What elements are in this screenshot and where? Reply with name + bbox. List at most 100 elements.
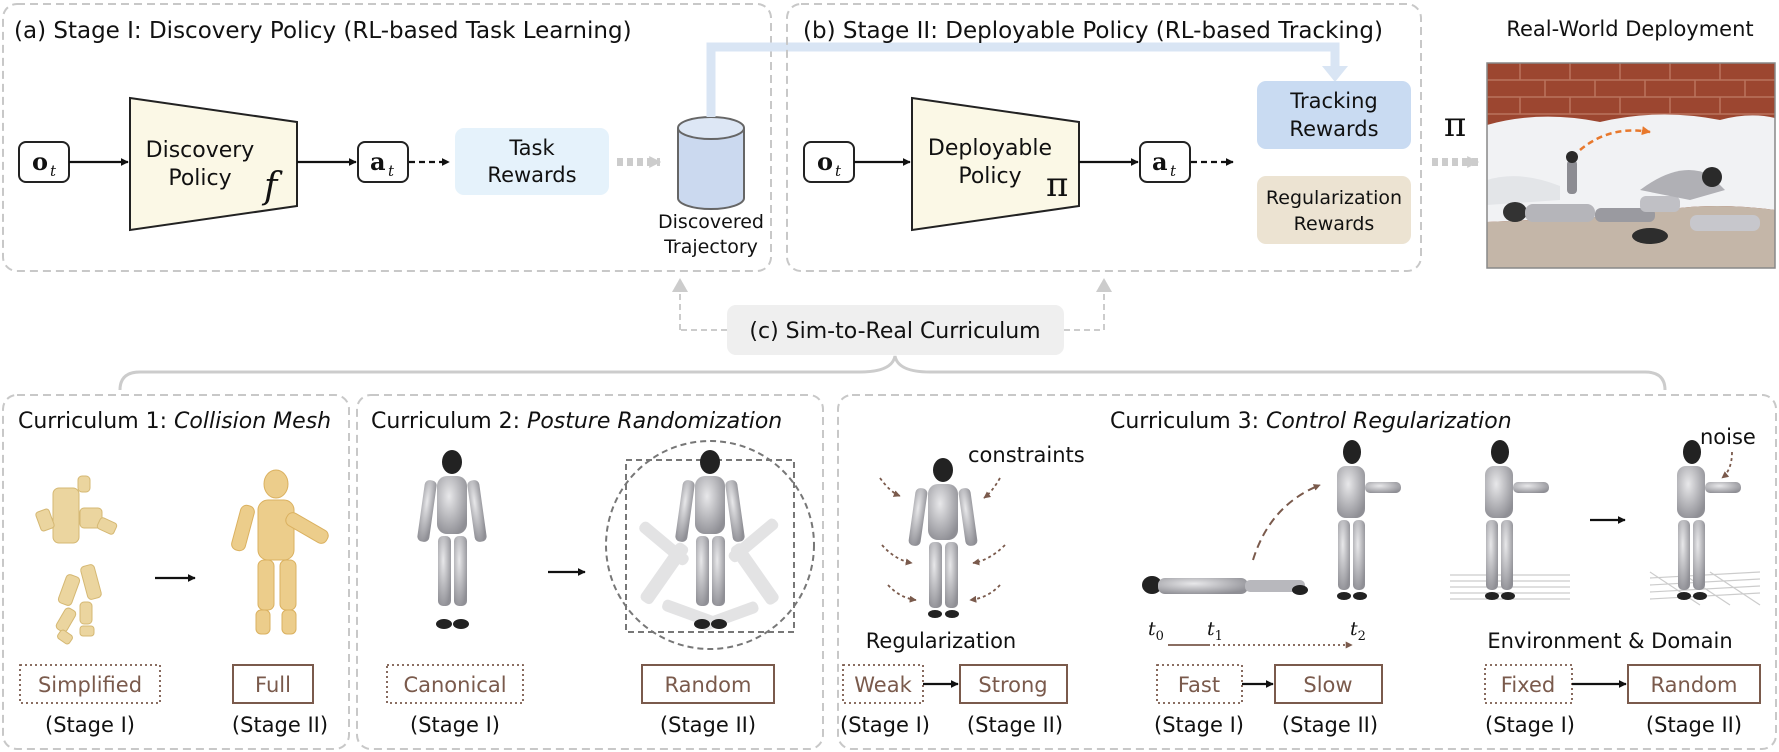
task-rewards-box: Task Rewards bbox=[455, 128, 609, 195]
stage2-observation-subscript: t bbox=[835, 162, 842, 180]
simplified-mesh-robot bbox=[35, 475, 118, 645]
full-mesh-robot bbox=[231, 469, 329, 635]
stage1-title: (a) Stage I: Discovery Policy (RL-based … bbox=[14, 18, 632, 44]
environment-domain-annotation: Environment & Domain bbox=[1487, 629, 1732, 653]
curriculum3-slow-label: Slow bbox=[1274, 664, 1383, 704]
stage1-panel: (a) Stage I: Discovery Policy (RL-based … bbox=[2, 3, 772, 272]
curriculum2-title: Curriculum 2: Posture Randomization bbox=[371, 409, 782, 434]
svg-text:Fixed: Fixed bbox=[1501, 673, 1555, 697]
svg-text:t2: t2 bbox=[1350, 618, 1366, 644]
t2-label: t bbox=[1350, 618, 1358, 640]
t1-label: t bbox=[1207, 618, 1215, 640]
curriculum3-fixed-label: Fixed bbox=[1484, 664, 1573, 704]
stage2-action-symbol: a bbox=[1152, 147, 1168, 176]
curriculum2-panel: Curriculum 2: Posture Randomization bbox=[356, 394, 824, 750]
svg-text:t0: t0 bbox=[1148, 618, 1164, 644]
deployment-policy-symbol: π bbox=[1444, 105, 1466, 145]
curriculum1-to-stage: (Stage II) bbox=[232, 713, 328, 737]
stage2-observation-box: o t bbox=[803, 141, 855, 183]
tracking-rewards-line2: Rewards bbox=[1289, 117, 1378, 141]
curriculum2-from-stage: (Stage I) bbox=[410, 713, 500, 737]
deployable-policy-block: Deployable Policy π bbox=[911, 96, 1080, 232]
discovery-policy-block: Discovery Policy f bbox=[129, 96, 298, 232]
curriculum3-fast-label: Fast bbox=[1156, 664, 1243, 704]
deployment-photo bbox=[1486, 62, 1776, 269]
deployment-section: Real-World Deployment π bbox=[1432, 17, 1776, 269]
get-up-arrow bbox=[1252, 484, 1321, 561]
svg-text:Full: Full bbox=[255, 673, 291, 697]
stage1-observation-symbol: o bbox=[32, 147, 48, 176]
stage1-observation-box: o t bbox=[18, 141, 70, 183]
curriculum3-weak-label: Weak bbox=[842, 664, 924, 704]
regularization-rewards-box: Regularization Rewards bbox=[1257, 176, 1411, 244]
task-rewards-line2: Rewards bbox=[487, 163, 576, 187]
stage1-action-box: a t bbox=[357, 141, 409, 183]
curriculum3-panel: Curriculum 3: Control Regularization con… bbox=[837, 394, 1777, 750]
curriculum1-from-stage: (Stage I) bbox=[45, 713, 135, 737]
sim2real-box bbox=[727, 305, 1064, 355]
fixed-stage: (Stage I) bbox=[1485, 713, 1575, 737]
database-icon bbox=[677, 116, 745, 210]
lying-robot bbox=[1142, 576, 1308, 595]
t0-label: t bbox=[1148, 618, 1156, 640]
deployable-policy-symbol: π bbox=[1046, 165, 1068, 205]
slow-stage: (Stage II) bbox=[1282, 713, 1378, 737]
regularization-rewards-line2: Rewards bbox=[1294, 213, 1375, 235]
stage1-observation-subscript: t bbox=[50, 162, 57, 180]
curriculum1-panel: Curriculum 1: Collision Mesh bbox=[2, 394, 350, 750]
constrained-robot bbox=[908, 458, 978, 618]
weak-stage: (Stage I) bbox=[840, 713, 930, 737]
tracking-rewards-box: Tracking Rewards bbox=[1257, 81, 1411, 149]
curriculum2-to-label: Random bbox=[641, 664, 775, 704]
svg-text:Slow: Slow bbox=[1303, 673, 1352, 697]
deployment-title: Real-World Deployment bbox=[1506, 17, 1753, 41]
curriculum1-title: Curriculum 1: Collision Mesh bbox=[18, 409, 331, 434]
fixed-env-robot bbox=[1485, 440, 1549, 600]
svg-text:Fast: Fast bbox=[1178, 673, 1220, 697]
curriculum3-title: Curriculum 3: Control Regularization bbox=[1110, 409, 1512, 434]
discovery-policy-label-line2: Policy bbox=[168, 166, 231, 191]
trajectory-flow-arrowhead bbox=[1322, 66, 1348, 82]
svg-text:Random: Random bbox=[665, 673, 752, 697]
random-stage: (Stage II) bbox=[1646, 713, 1742, 737]
noise-annotation: noise bbox=[1700, 425, 1756, 449]
task-rewards-line1: Task bbox=[508, 136, 555, 160]
curriculum3-random-label: Random bbox=[1627, 664, 1761, 704]
curriculum3-strong-label: Strong bbox=[959, 664, 1068, 704]
constraint-arrows bbox=[879, 477, 1006, 603]
stage2-title: (b) Stage II: Deployable Policy (RL-base… bbox=[803, 18, 1383, 44]
trajectory-to-tracking-flow bbox=[706, 42, 1340, 117]
robot-lying-photo bbox=[1503, 151, 1760, 244]
svg-text:Simplified: Simplified bbox=[38, 673, 142, 697]
canonical-pose-robot bbox=[417, 450, 487, 629]
regularization-annotation: Regularization bbox=[866, 629, 1017, 653]
svg-text:Strong: Strong bbox=[978, 673, 1047, 697]
svg-text:t1: t1 bbox=[1207, 618, 1223, 644]
discovered-trajectory-line2: Trajectory bbox=[663, 236, 758, 258]
tracking-rewards-line1: Tracking bbox=[1289, 89, 1377, 113]
discovered-trajectory-line1: Discovered bbox=[658, 211, 764, 233]
stage2-action-box: a t bbox=[1139, 141, 1191, 183]
stage2-action-subscript: t bbox=[1170, 162, 1177, 180]
svg-text:Random: Random bbox=[1651, 673, 1738, 697]
sim2real-label: (c) Sim-to-Real Curriculum bbox=[749, 319, 1040, 344]
random-pose-robot bbox=[605, 440, 815, 650]
discovery-policy-label-line1: Discovery bbox=[146, 138, 255, 163]
standing-robot bbox=[1337, 440, 1401, 600]
curriculum-brace bbox=[118, 355, 1667, 391]
stage1-action-symbol: a bbox=[370, 147, 386, 176]
noise-arrow bbox=[1721, 451, 1733, 479]
svg-text:Weak: Weak bbox=[854, 673, 912, 697]
curriculum2-to-stage: (Stage II) bbox=[660, 713, 756, 737]
timeline: t0 t1 t2 bbox=[1148, 618, 1366, 649]
constraints-annotation: constraints bbox=[968, 443, 1085, 467]
stage2-observation-symbol: o bbox=[817, 147, 833, 176]
svg-text:Canonical: Canonical bbox=[403, 673, 506, 697]
stage2-panel: (b) Stage II: Deployable Policy (RL-base… bbox=[786, 3, 1422, 272]
sim2real-connector: (c) Sim-to-Real Curriculum bbox=[118, 278, 1667, 391]
regularization-rewards-line1: Regularization bbox=[1266, 187, 1402, 209]
deployable-policy-label-line2: Policy bbox=[958, 164, 1021, 189]
deployable-policy-label-line1: Deployable bbox=[928, 136, 1052, 161]
curriculum1-to-label: Full bbox=[232, 664, 314, 704]
